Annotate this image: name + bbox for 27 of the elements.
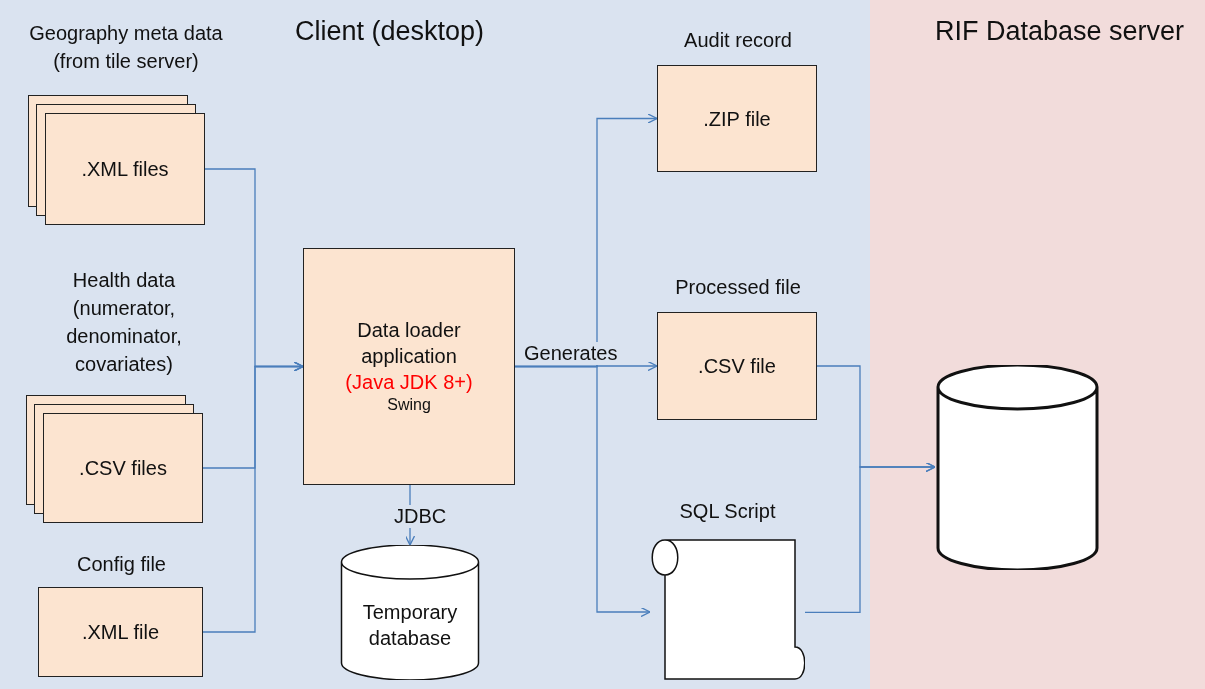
file-box [303, 248, 515, 485]
box-text: .CSV files [79, 456, 167, 481]
connector-arrow [202, 361, 304, 633]
region-panel [870, 0, 1205, 689]
edge-label: Generates [522, 342, 620, 365]
box-text: Data loader application [356, 318, 462, 370]
connector-arrow [804, 461, 936, 614]
edge-label: JDBC [392, 505, 449, 528]
panel-title: Client (desktop) [295, 16, 485, 47]
database-cylinder [935, 365, 1100, 570]
heading-text: Audit record [683, 28, 793, 53]
heading-text: Processed file [674, 275, 802, 300]
heading-text: Config file [76, 552, 167, 577]
box-text: Temporary database [361, 599, 459, 651]
box-text: (Java JDK 8+) [345, 370, 473, 396]
panel-title: RIF Database server [935, 16, 1185, 47]
heading-text: Geography meta data (from tile server) [28, 21, 224, 74]
region-panel [0, 0, 870, 689]
box-text: .ZIP file [703, 106, 771, 132]
connector-arrow [514, 365, 651, 618]
heading-text: Health data (numerator, denominator, covariates) [65, 268, 183, 377]
box-text: .XML files [81, 157, 169, 182]
box-text: .XML file [81, 620, 160, 645]
heading-text: SQL Script [678, 499, 777, 524]
box-text: .CSV file [698, 354, 776, 379]
box-text: Swing [387, 395, 431, 416]
database-cylinder [340, 545, 480, 680]
